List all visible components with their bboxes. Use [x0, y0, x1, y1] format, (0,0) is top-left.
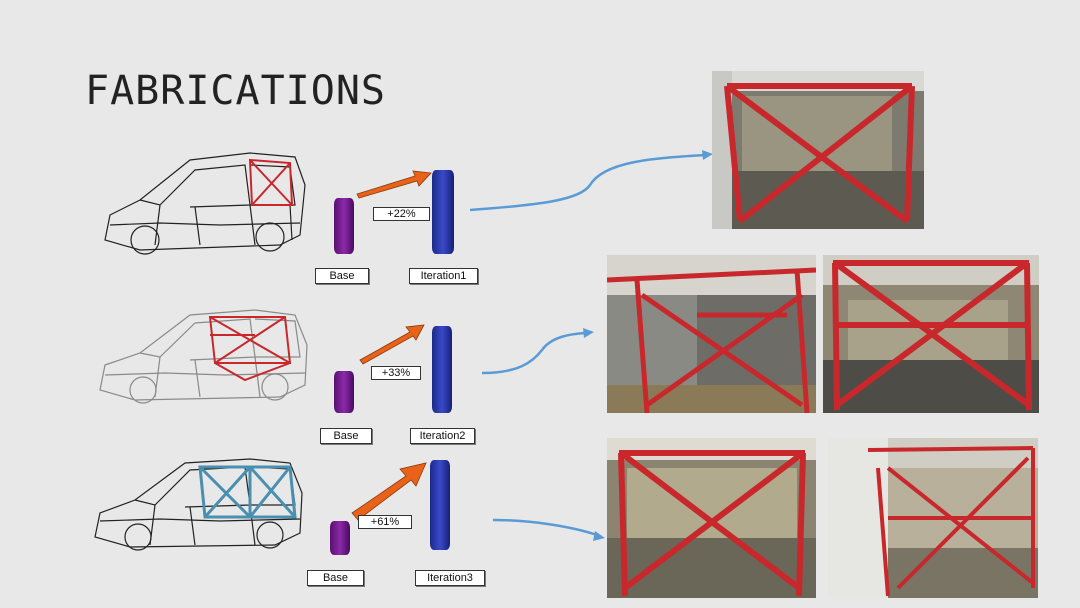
car-wireframe-3: [94, 458, 303, 551]
growth-arrow-2: [359, 324, 425, 365]
base-label-2: Base: [320, 428, 372, 444]
iteration-bar-3: [430, 460, 450, 550]
delta-label-2: +33%: [371, 366, 421, 380]
growth-arrow-1: [356, 170, 432, 199]
delta-label-3: +61%: [358, 515, 412, 529]
iteration-label-1: Iteration1: [409, 268, 478, 284]
iteration-bar-2: [432, 326, 452, 413]
base-bar-2: [334, 371, 354, 413]
roll-cage-photo-3b: [828, 438, 1038, 598]
roll-cage-photo-2b: [823, 255, 1039, 413]
base-label-3: Base: [307, 570, 364, 586]
page-title: FABRICATIONS: [85, 68, 386, 114]
roll-cage-photo-3a: [607, 438, 816, 598]
iteration-label-2: Iteration2: [410, 428, 475, 444]
delta-label-1: +22%: [373, 207, 430, 221]
connector-arrow-1: [469, 150, 713, 212]
car-wireframe-1: [104, 152, 306, 255]
iteration-bar-1: [432, 170, 454, 254]
iteration-label-3: Iteration3: [415, 570, 485, 586]
roll-cage-photo-1: [712, 71, 924, 229]
growth-arrow-3: [351, 462, 427, 521]
car-wireframe-2: [99, 309, 308, 404]
base-label-1: Base: [315, 268, 369, 284]
connector-arrow-3: [492, 518, 605, 541]
base-bar-1: [334, 198, 354, 254]
connector-arrow-2: [481, 328, 594, 375]
roll-cage-photo-2a: [607, 255, 816, 413]
base-bar-3: [330, 521, 350, 555]
